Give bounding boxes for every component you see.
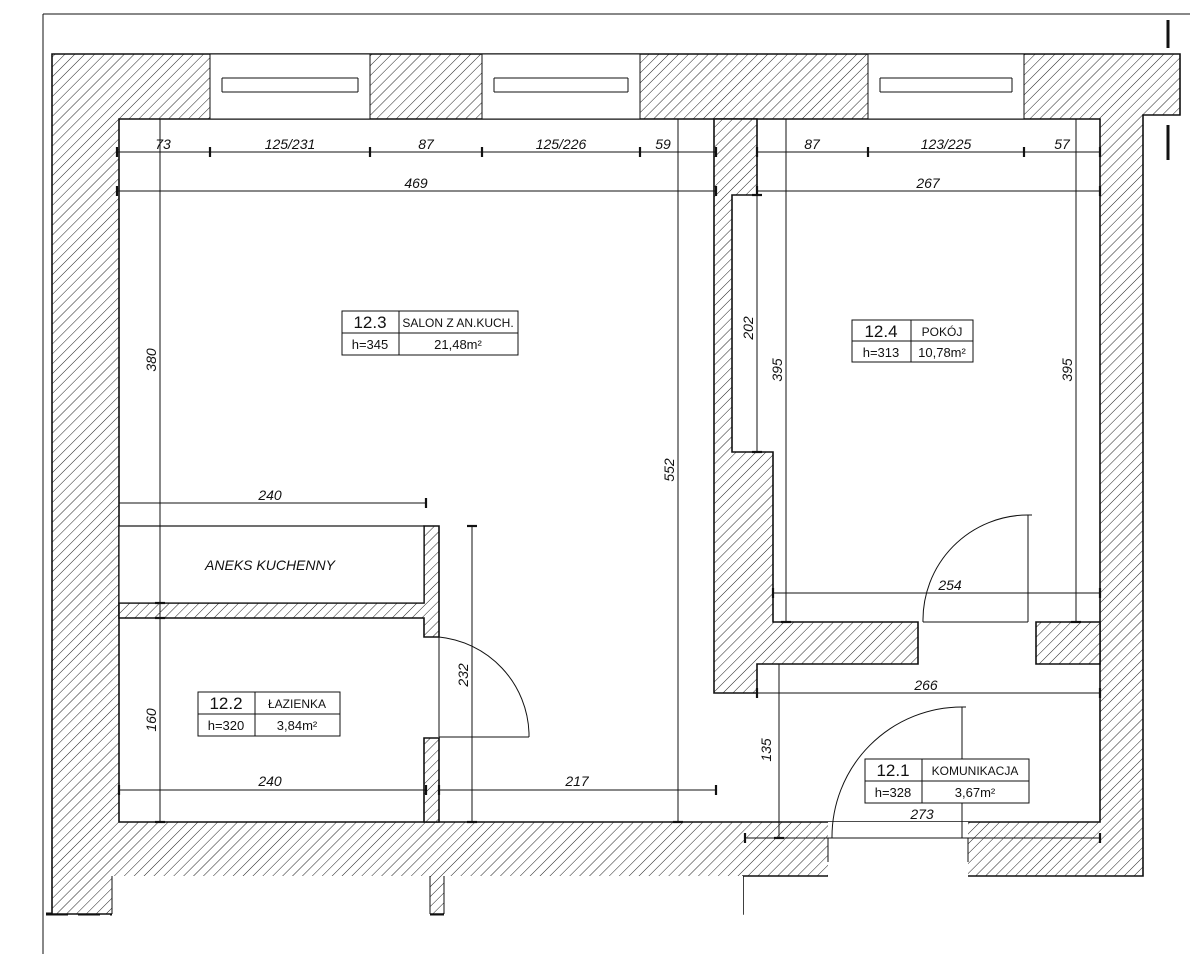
dim-top-2: 125/231 — [265, 136, 316, 152]
window-right — [867, 53, 1025, 120]
room-name: KOMUNIKACJA — [932, 764, 1019, 778]
dimension-lines — [117, 119, 1100, 839]
bottom-opening-right — [444, 876, 743, 916]
room-area: 3,84m² — [277, 718, 318, 733]
dim-depth-salon: 552 — [661, 458, 677, 482]
dim-komunikacja-bottom: 273 — [909, 806, 934, 822]
room-label-pokoj: 12.4 POKÓJ h=313 10,78m² — [851, 319, 974, 363]
dim-width-salon: 469 — [404, 175, 428, 191]
room-height: h=313 — [863, 345, 900, 360]
door-bathroom — [438, 636, 530, 738]
room-area: 21,48m² — [434, 337, 482, 352]
entrance-opening — [828, 822, 968, 878]
room-label-lazienka: 12.2 ŁAZIENKA h=320 3,84m² — [197, 691, 341, 737]
room-number: 12.3 — [353, 313, 386, 332]
room-area: 3,67m² — [955, 785, 996, 800]
kitchen-label: ANEKS KUCHENNY — [204, 557, 337, 573]
dim-top-5: 59 — [655, 136, 671, 152]
room-name: POKÓJ — [922, 324, 963, 339]
dim-top-6: 87 — [804, 136, 821, 152]
room-number: 12.4 — [864, 322, 897, 341]
dim-top-1: 73 — [155, 136, 171, 152]
dim-niche: 202 — [740, 316, 756, 341]
dim-height-lazienka: 160 — [143, 708, 159, 732]
window-middle — [481, 53, 641, 120]
window-frames — [221, 77, 1013, 93]
dim-pokoj-bottom: 254 — [937, 577, 962, 593]
partition-wall-right — [1035, 621, 1101, 665]
kitchen-counter — [118, 525, 425, 604]
room-height: h=320 — [208, 718, 245, 733]
room-label-salon: 12.3 SALON Z AN.KUCH. h=345 21,48m² — [341, 310, 519, 356]
dim-width-passage: 217 — [564, 773, 590, 789]
dim-height-komunikacja: 135 — [758, 738, 774, 762]
dim-top-8: 57 — [1054, 136, 1071, 152]
dim-pokoj-left: 395 — [769, 358, 785, 382]
room-height: h=328 — [875, 785, 912, 800]
bottom-opening-left — [112, 876, 430, 916]
window-left — [209, 53, 371, 120]
dim-pokoj-right: 395 — [1059, 358, 1075, 382]
room-name: ŁAZIENKA — [268, 697, 326, 711]
dim-top-3: 87 — [418, 136, 435, 152]
partition-wall-center — [713, 118, 919, 694]
dimension-ticks — [115, 147, 1102, 843]
dim-hall: 232 — [455, 663, 471, 688]
dim-top-7: 123/225 — [921, 136, 972, 152]
dim-width-aneks: 240 — [257, 487, 282, 503]
room-label-komunikacja: 12.1 KOMUNIKACJA h=328 3,67m² — [864, 758, 1030, 804]
dim-width-pokoj: 267 — [915, 175, 941, 191]
dimension-labels: 73 125/231 87 125/226 59 87 123/225 57 4… — [143, 136, 1075, 822]
door-room — [922, 514, 1032, 623]
dim-width-lazienka: 240 — [257, 773, 282, 789]
bathroom-wall-bottom — [423, 737, 440, 823]
room-number: 12.1 — [876, 761, 909, 780]
room-name: SALON Z AN.KUCH. — [402, 316, 513, 330]
room-height: h=345 — [352, 337, 389, 352]
room-number: 12.2 — [209, 694, 242, 713]
dim-height-salon: 380 — [143, 348, 159, 372]
dim-width-komunikacja: 266 — [913, 677, 938, 693]
sheet-frame — [42, 13, 1190, 954]
room-area: 10,78m² — [918, 345, 966, 360]
dim-top-4: 125/226 — [536, 136, 587, 152]
